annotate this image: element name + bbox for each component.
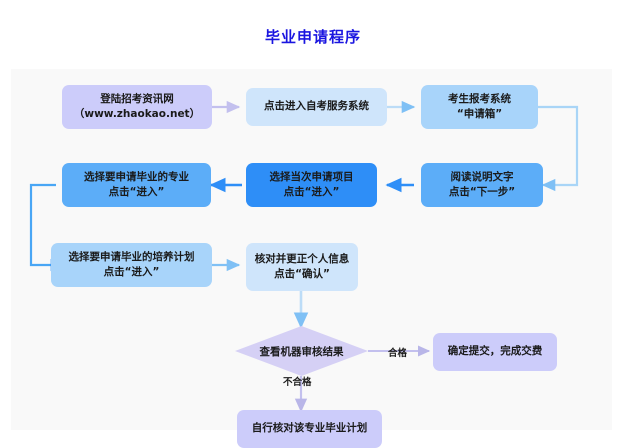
node-self-check-plan[interactable]: 自行核对该专业毕业计划 [237, 410, 382, 448]
node-review-result-decision[interactable]: 查看机器审核结果 [235, 326, 368, 376]
node-verify-personal-info[interactable]: 核对并更正个人信息 点击“确认” [246, 243, 358, 291]
node-select-major[interactable]: 选择要申请毕业的专业 点击“进入” [62, 163, 211, 207]
edge-label-pass: 合格 [388, 348, 408, 359]
edge-n3-n4 [538, 105, 579, 192]
node-select-training-plan[interactable]: 选择要申请毕业的培养计划 点击“进入” [51, 243, 212, 287]
node-read-instructions[interactable]: 阅读说明文字 点击“下一步” [421, 163, 543, 207]
diamond-shape [235, 326, 368, 376]
node-review-result-label: 查看机器审核结果 [259, 345, 344, 358]
edge-label-fail: 不合格 [283, 377, 312, 388]
node-select-application-item[interactable]: 选择当次申请项目 点击“进入” [246, 163, 377, 207]
node-confirm-submit-pay[interactable]: 确定提交，完成交费 [433, 333, 557, 371]
page-title: 毕业申请程序 [264, 28, 361, 46]
node-login-website[interactable]: 登陆招考资讯网 （www.zhaokao.net） [62, 85, 212, 129]
node-application-box[interactable]: 考生报考系统 “申请箱” [421, 85, 538, 129]
flowchart-canvas: 登陆招考资讯网 （www.zhaokao.net） 点击进入自考服务系统 考生报… [11, 69, 612, 448]
edge-n6-n7 [29, 183, 65, 272]
node-enter-service-system[interactable]: 点击进入自考服务系统 [246, 88, 387, 126]
connector-layer [29, 100, 579, 413]
